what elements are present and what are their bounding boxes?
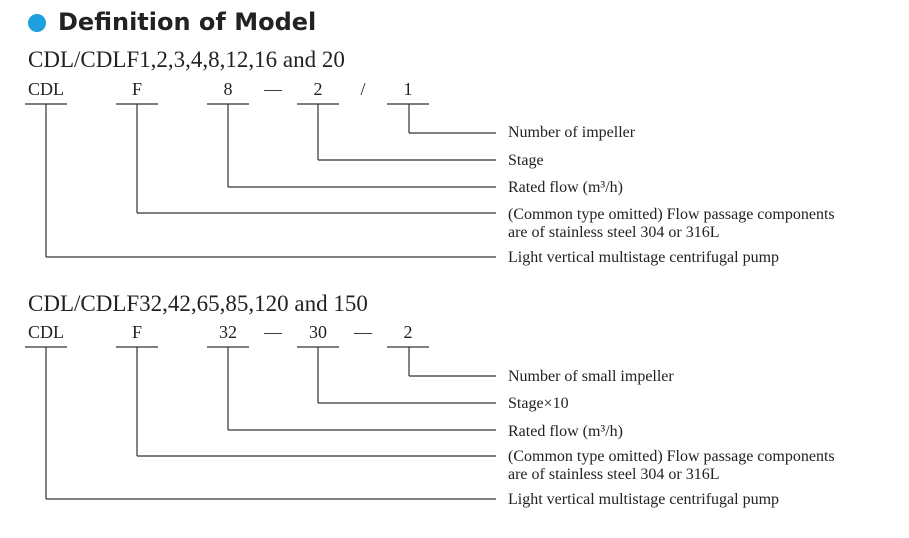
section2-code-impeller: 2	[403, 322, 413, 342]
section1-desc-stage: Stage	[508, 152, 544, 169]
page-heading: Definition of Model	[58, 8, 317, 36]
section2-code-flow: 32	[219, 322, 237, 342]
section2-desc-material: (Common type omitted) Flow passage compo…	[508, 448, 835, 465]
section2-desc-impeller: Number of small impeller	[508, 368, 674, 385]
section2-desc-flow: Rated flow (m³/h)	[508, 423, 623, 440]
section1-desc-material-cont: are of stainless steel 304 or 316L	[508, 224, 720, 241]
section1-code-flow: 8	[223, 79, 233, 99]
section1-code-impeller: 1	[403, 79, 413, 99]
section1-code-slash: /	[360, 79, 366, 99]
section1-code-series: CDL	[28, 79, 64, 99]
section2-desc-series: Light vertical multistage centrifugal pu…	[508, 491, 780, 508]
section2-code-stage: 30	[309, 322, 327, 342]
section2-code-separator-2: —	[354, 322, 372, 342]
section2-desc-material-cont: are of stainless steel 304 or 316L	[508, 466, 720, 483]
section1-desc-impeller: Number of impeller	[508, 124, 636, 141]
section2-code-separator-1: —	[264, 322, 282, 342]
section2-code-material: F	[131, 322, 142, 342]
section1-desc-material: (Common type omitted) Flow passage compo…	[508, 206, 835, 223]
section2-desc-stage: Stage×10	[508, 395, 569, 412]
section1-code-separator: —	[264, 79, 282, 99]
heading-bullet-icon	[28, 14, 46, 32]
section2-title: CDL/CDLF32,42,65,85,120 and 150	[28, 291, 368, 316]
section1-code-stage: 2	[313, 79, 323, 99]
section2-code-series: CDL	[28, 322, 64, 342]
section1-desc-flow: Rated flow (m³/h)	[508, 179, 623, 196]
section1-desc-series: Light vertical multistage centrifugal pu…	[508, 249, 780, 266]
section1-code-material: F	[131, 79, 142, 99]
section1-title: CDL/CDLF1,2,3,4,8,12,16 and 20	[28, 47, 345, 72]
